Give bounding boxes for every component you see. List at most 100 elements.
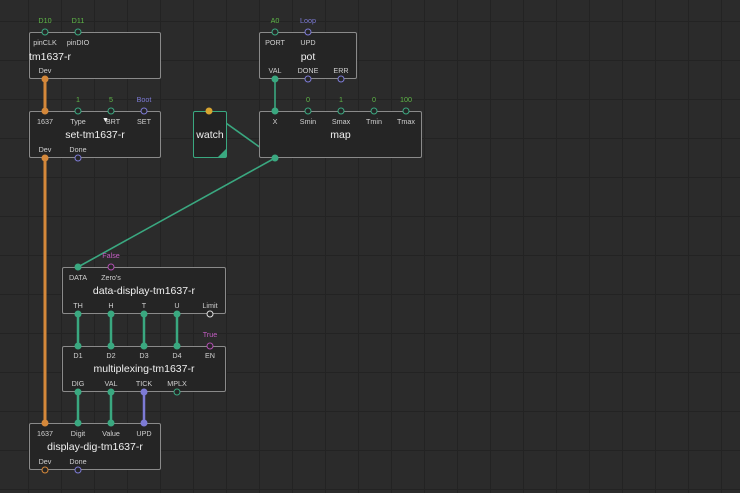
input-pin-smin[interactable] — [304, 107, 312, 115]
pin-value: False — [102, 251, 120, 260]
output-pin-val[interactable] — [271, 75, 279, 83]
pin-value: 1 — [339, 95, 343, 104]
pin-label: VAL — [268, 66, 282, 75]
input-pin-smax[interactable] — [337, 107, 345, 115]
node-title: set-tm1637-r — [65, 129, 125, 141]
node-data-display-tm1637-r[interactable] — [62, 267, 226, 314]
node-tm1637-r[interactable] — [29, 32, 161, 79]
node-title: multiplexing-tm1637-r — [93, 363, 195, 375]
node-title: data-display-tm1637-r — [92, 285, 196, 297]
input-pin-type[interactable] — [74, 107, 82, 115]
pin-label: MPLX — [167, 379, 187, 388]
pin-label: VAL — [104, 379, 118, 388]
output-pin-map[interactable] — [271, 154, 279, 162]
pin-label: DONE — [297, 66, 319, 75]
node-map[interactable] — [259, 111, 422, 158]
pin-label: Dev — [38, 66, 52, 75]
node-watch[interactable] — [193, 111, 227, 158]
pin-label: Zero's — [101, 273, 121, 282]
output-pin-t[interactable] — [140, 310, 148, 318]
node-title: map — [330, 129, 351, 141]
output-pin-dev[interactable] — [41, 466, 49, 474]
pin-label: Type — [70, 117, 86, 126]
pin-label: Smin — [299, 117, 317, 126]
pin-label: Dev — [38, 145, 52, 154]
node-set-tm1637-r[interactable] — [29, 111, 161, 158]
output-pin-err[interactable] — [337, 75, 345, 83]
watch-input-pin[interactable] — [205, 107, 213, 115]
output-pin-dev[interactable] — [41, 75, 49, 83]
pin-value: A0 — [270, 16, 280, 25]
input-pin-set[interactable] — [140, 107, 148, 115]
input-pin-pindio[interactable] — [74, 28, 82, 36]
output-pin-u[interactable] — [173, 310, 181, 318]
input-pin-tmax[interactable] — [402, 107, 410, 115]
node-multiplexing-tm1637-r[interactable] — [62, 346, 226, 392]
output-pin-mplx[interactable] — [173, 388, 181, 396]
input-pin-x[interactable] — [271, 107, 279, 115]
pin-label: D2 — [106, 351, 116, 360]
output-pin-val[interactable] — [107, 388, 115, 396]
input-pin-upd[interactable] — [140, 419, 148, 427]
pin-label: PORT — [265, 38, 285, 47]
node-title: tm1637-r — [29, 51, 72, 63]
pin-label: UPD — [300, 38, 316, 47]
input-pin-en[interactable] — [206, 342, 214, 350]
pin-value: 1 — [76, 95, 80, 104]
output-pin-th[interactable] — [74, 310, 82, 318]
pin-label: Dev — [38, 457, 52, 466]
input-pin-port[interactable] — [271, 28, 279, 36]
input-pin-d1[interactable] — [74, 342, 82, 350]
input-pin-1637[interactable] — [41, 419, 49, 427]
input-pin-brt[interactable] — [107, 107, 115, 115]
pin-label: D1 — [73, 351, 83, 360]
input-pin-1637[interactable] — [41, 107, 49, 115]
input-pin-d3[interactable] — [140, 342, 148, 350]
pin-label: Tmax — [397, 117, 415, 126]
pin-value: 100 — [400, 95, 412, 104]
pin-label: pinCLK — [33, 38, 57, 47]
pin-label: Digit — [70, 429, 86, 438]
pin-label: Smax — [331, 117, 351, 126]
pin-label: Done — [69, 145, 87, 154]
output-pin-done[interactable] — [304, 75, 312, 83]
pin-label: T — [141, 301, 147, 310]
input-pin-pinclk[interactable] — [41, 28, 49, 36]
input-pin-data[interactable] — [74, 263, 82, 271]
pin-label: 1637 — [37, 429, 53, 438]
pin-value: Boot — [136, 95, 152, 104]
input-pin-digit[interactable] — [74, 419, 82, 427]
pin-value: 0 — [306, 95, 310, 104]
pin-value: 0 — [372, 95, 376, 104]
pin-label: SET — [137, 117, 151, 126]
input-pin-d2[interactable] — [107, 342, 115, 350]
pin-label: TICK — [135, 379, 153, 388]
pin-label: D3 — [139, 351, 149, 360]
triangle-down-icon: ▼ — [102, 117, 109, 124]
input-pin-tmin[interactable] — [370, 107, 378, 115]
output-pin-tick[interactable] — [140, 388, 148, 396]
output-pin-done[interactable] — [74, 154, 82, 162]
pin-label: U — [174, 301, 180, 310]
node-display-dig-tm1637-r[interactable] — [29, 423, 161, 470]
input-pin-upd[interactable] — [304, 28, 312, 36]
output-pin-dig[interactable] — [74, 388, 82, 396]
pin-label: UPD — [136, 429, 152, 438]
input-pin-zeros[interactable] — [107, 263, 115, 271]
output-pin-dev[interactable] — [41, 154, 49, 162]
pin-label: Value — [102, 429, 120, 438]
pin-value: True — [202, 330, 218, 339]
input-pin-value[interactable] — [107, 419, 115, 427]
output-pin-limit[interactable] — [206, 310, 214, 318]
pin-label: DATA — [68, 273, 88, 282]
output-pin-h[interactable] — [107, 310, 115, 318]
pin-label: Limit — [202, 301, 218, 310]
pin-label: BRT — [105, 117, 121, 126]
pin-label: Tmin — [366, 117, 382, 126]
triangle-corner-icon — [218, 149, 226, 157]
pin-label: X — [272, 117, 278, 126]
output-pin-done[interactable] — [74, 466, 82, 474]
wire-map-to-data-display[interactable] — [77, 157, 276, 268]
pin-label: ERR — [333, 66, 349, 75]
input-pin-d4[interactable] — [173, 342, 181, 350]
